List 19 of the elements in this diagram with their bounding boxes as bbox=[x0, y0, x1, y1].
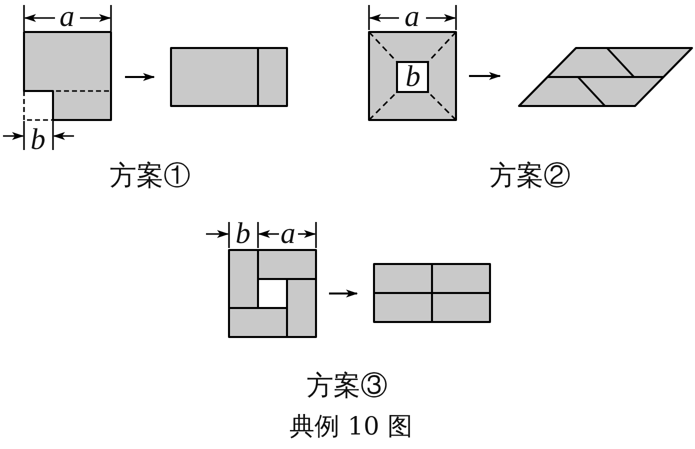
caption: 典例 10 图 bbox=[290, 414, 412, 438]
parallelogram-shape bbox=[516, 46, 694, 108]
dimension-label: a bbox=[280, 219, 296, 249]
arrow bbox=[469, 72, 501, 80]
scheme-label: 方案① bbox=[110, 162, 190, 190]
shaded-shape bbox=[170, 47, 288, 107]
dimension-label: b bbox=[30, 125, 46, 155]
dimension-label: a bbox=[404, 2, 420, 32]
shaded-shape bbox=[368, 31, 457, 121]
shaded-shape bbox=[228, 249, 317, 338]
arrow bbox=[329, 290, 358, 298]
dimension-label: a bbox=[60, 2, 74, 32]
shaded-shape bbox=[22, 30, 113, 122]
arrow bbox=[125, 73, 155, 81]
scheme-label: 方案③ bbox=[306, 372, 388, 400]
dimension-label: b bbox=[236, 219, 250, 249]
scheme-label: 方案② bbox=[490, 162, 570, 190]
dimension-label: b bbox=[406, 62, 420, 92]
shaded-shape bbox=[373, 263, 491, 323]
